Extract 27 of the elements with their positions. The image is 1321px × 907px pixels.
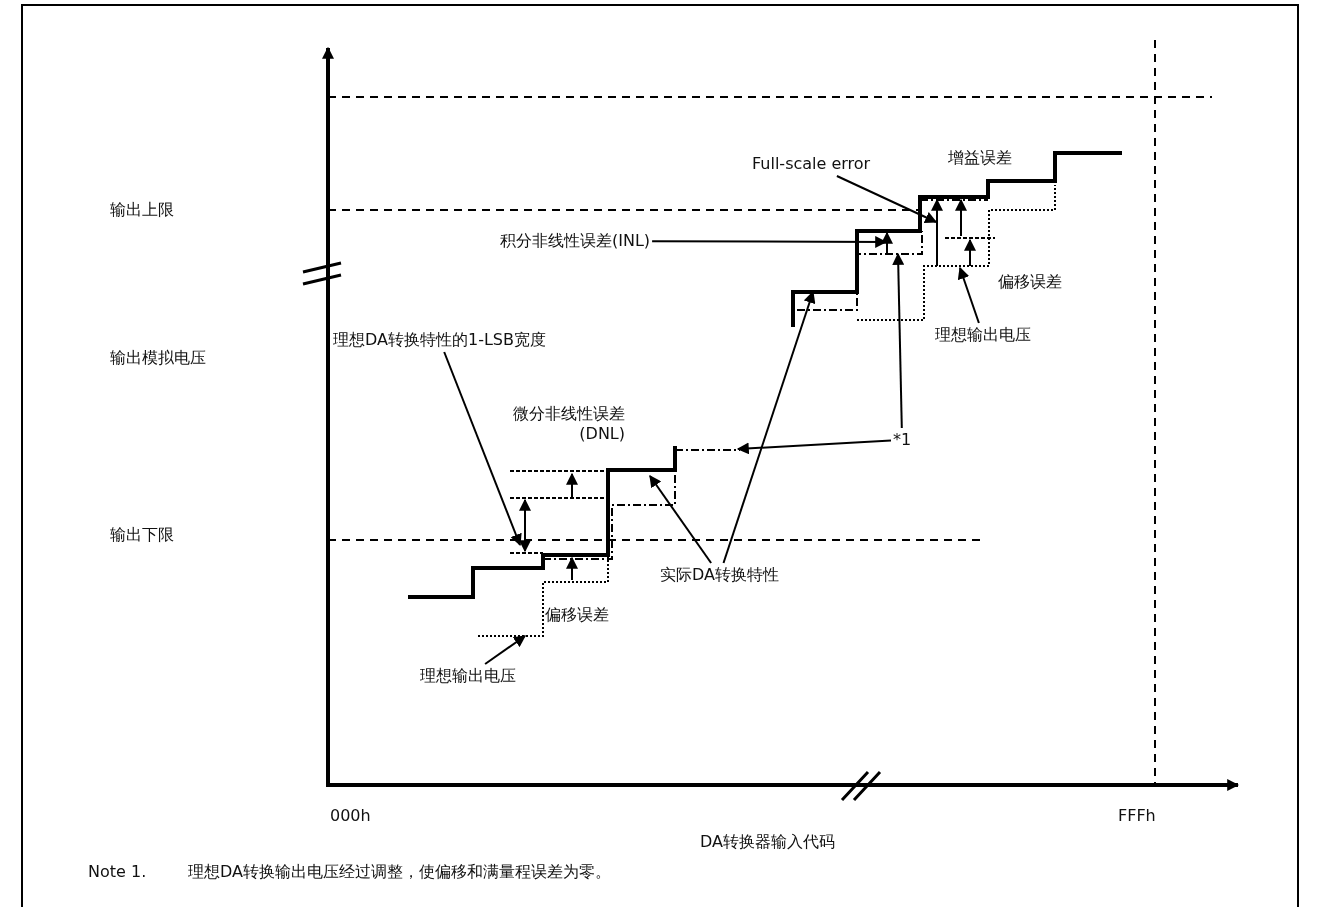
tick-label: FFFh xyxy=(1118,806,1156,826)
leader-arrow xyxy=(835,175,938,223)
callout-text: Full-scale error xyxy=(752,154,871,174)
callout-text: 积分非线性误差(INL) xyxy=(500,231,651,251)
annotation-text: 微分非线性误差 (DNL) xyxy=(512,404,625,444)
note-label: Note 1. xyxy=(88,862,147,882)
leader-arrow xyxy=(443,351,522,547)
leader-arrow xyxy=(892,252,905,429)
callout-text: 实际DA转换特性 xyxy=(660,565,779,585)
leader-arrow xyxy=(736,439,892,455)
tick-label: 000h xyxy=(330,806,371,826)
callout-text: 理想输出电压 xyxy=(935,325,1031,345)
callout-text: *1 xyxy=(893,430,912,450)
axis-title: DA转换器输入代码 xyxy=(700,832,835,852)
axis-label: 输出下限 xyxy=(110,525,174,545)
axis-label: 输出上限 xyxy=(110,200,174,220)
leader-arrow xyxy=(957,266,980,324)
callout-text: 理想输出电压 xyxy=(420,666,516,686)
leader-arrow xyxy=(484,635,526,665)
annotation-text: 偏移误差 xyxy=(545,605,609,625)
leader-arrow xyxy=(649,475,713,564)
callout-text: 理想DA转换特性的1-LSB宽度 xyxy=(333,330,546,350)
axis-title: 输出模拟电压 xyxy=(110,348,206,368)
annotation-text: 偏移误差 xyxy=(998,272,1062,292)
note-text: 理想DA转换输出电压经过调整，使偏移和满量程误差为零。 xyxy=(188,862,611,882)
leader-arrow xyxy=(651,235,888,248)
annotation-text: 增益误差 xyxy=(948,148,1012,168)
